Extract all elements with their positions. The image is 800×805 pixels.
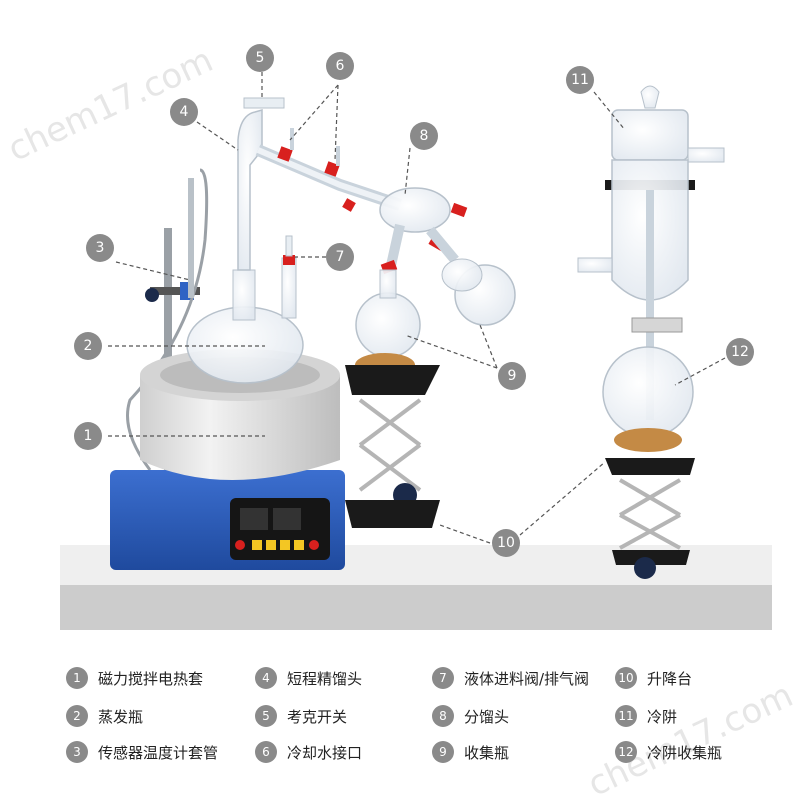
- legend-item-6: 6 冷却水接口: [255, 739, 362, 765]
- legend-number: 12: [615, 741, 637, 763]
- legend-item-2: 2 蒸发瓶: [66, 703, 143, 729]
- receiving-flask-1: [355, 292, 421, 358]
- feed-valve-cap: [283, 255, 295, 265]
- legend-label: 磁力搅拌电热套: [98, 669, 204, 688]
- jack-base-2: [612, 550, 690, 565]
- legend-label: 液体进料阀/排气阀: [464, 669, 590, 688]
- legend-number: 7: [432, 667, 454, 689]
- legend-label: 分馏头: [464, 707, 510, 726]
- cold-trap-flask: [602, 346, 694, 438]
- legend-label: 冷却水接口: [287, 743, 363, 762]
- jack-scissor-1: [358, 398, 422, 492]
- legend-number: 8: [432, 705, 454, 727]
- stopcock-handle: [243, 97, 285, 109]
- legend-label: 收集瓶: [464, 743, 510, 762]
- legend-label: 蒸发瓶: [98, 707, 144, 726]
- legend-number: 5: [255, 705, 277, 727]
- callout-badge-9: 9: [498, 362, 526, 390]
- legend-number: 11: [615, 705, 637, 727]
- legend-item-9: 9 收集瓶: [432, 739, 509, 765]
- callout-badge-3: 3: [86, 234, 114, 262]
- callout-badge-6: 6: [326, 52, 354, 80]
- cold-trap-head: [611, 109, 689, 161]
- water-port-2: [324, 161, 340, 177]
- jack-top-1: [345, 365, 440, 395]
- legend-number: 1: [66, 667, 88, 689]
- thermometer-sleeve: [188, 178, 194, 298]
- water-port-1: [277, 146, 293, 162]
- legend-item-8: 8 分馏头: [432, 703, 509, 729]
- callout-badge-10: 10: [492, 529, 520, 557]
- callout-badge-7: 7: [326, 243, 354, 271]
- callout-badge-8: 8: [410, 122, 438, 150]
- legend-number: 4: [255, 667, 277, 689]
- legend-item-3: 3 传感器温度计套管: [66, 739, 218, 765]
- clamp-knob: [145, 288, 159, 302]
- heating-mantle: [140, 375, 340, 480]
- callout-badge-12: 12: [726, 338, 754, 366]
- jack-top-2: [605, 458, 695, 475]
- legend-item-4: 4 短程精馏头: [255, 665, 362, 691]
- clamp-arm: [150, 287, 200, 295]
- legend-item-1: 1 磁力搅拌电热套: [66, 665, 203, 691]
- leader-lines: [108, 72, 726, 544]
- callout-badge-2: 2: [74, 332, 102, 360]
- fractionating-head: [379, 187, 451, 233]
- short-path-head: [237, 109, 263, 271]
- legend-number: 6: [255, 741, 277, 763]
- callout-badge-5: 5: [246, 44, 274, 72]
- display-right: [273, 508, 301, 530]
- jack-knob-2: [634, 557, 656, 579]
- legend-label: 传感器温度计套管: [98, 743, 219, 762]
- legend-number: 9: [432, 741, 454, 763]
- legend-number: 10: [615, 667, 637, 689]
- legend-label: 冷阱收集瓶: [647, 743, 723, 762]
- legend-item-7: 7 液体进料阀/排气阀: [432, 665, 589, 691]
- legend-label: 短程精馏头: [287, 669, 363, 688]
- floor-front: [60, 585, 772, 630]
- legend-item-10: 10 升降台: [615, 665, 692, 691]
- apparatus-illustration: [60, 72, 772, 630]
- callout-badge-1: 1: [74, 422, 102, 450]
- callout-badge-4: 4: [170, 98, 198, 126]
- legend-label: 考克开关: [287, 707, 348, 726]
- trap-port: [687, 147, 725, 163]
- legend-item-12: 12 冷阱收集瓶: [615, 739, 722, 765]
- legend-number: 3: [66, 741, 88, 763]
- jack-base-1: [345, 500, 440, 528]
- sensor-wire: [126, 168, 209, 471]
- cork-ring-2: [614, 428, 682, 452]
- jack-scissor-2: [618, 478, 682, 550]
- display-left: [240, 508, 268, 530]
- legend-label: 升降台: [647, 669, 693, 688]
- trap-joint-clip: [631, 317, 683, 333]
- callout-badge-11: 11: [566, 66, 594, 94]
- legend-number: 2: [66, 705, 88, 727]
- legend-item-11: 11 冷阱: [615, 703, 677, 729]
- legend-item-5: 5 考克开关: [255, 703, 347, 729]
- legend-label: 冷阱: [647, 707, 678, 726]
